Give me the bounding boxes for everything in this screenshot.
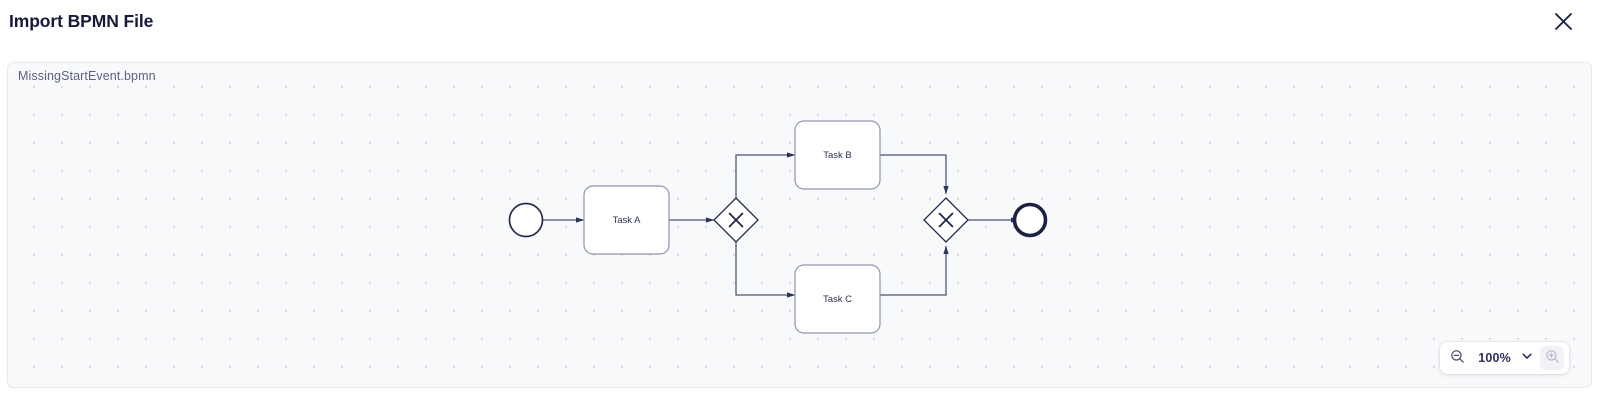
- close-button[interactable]: [1550, 8, 1576, 34]
- zoom-in-button[interactable]: [1540, 346, 1564, 370]
- bpmn-diagram-svg: Task A Task B Task C: [508, 120, 1048, 334]
- task-node-task-a[interactable]: Task A: [583, 185, 670, 255]
- sequence-flow-split-to-taskc: [735, 242, 796, 298]
- gateway-split-x-icon: [728, 212, 744, 228]
- modal-header: Import BPMN File: [0, 0, 1600, 48]
- task-b-label: Task B: [823, 150, 852, 161]
- bpmn-canvas-panel[interactable]: MissingStartEvent.bpmn: [7, 62, 1592, 388]
- task-b-rect: [794, 120, 881, 190]
- zoom-in-icon: [1545, 349, 1560, 367]
- task-node-task-c[interactable]: Task C: [794, 264, 881, 334]
- task-c-label: Task C: [823, 294, 852, 305]
- task-a-label: Task A: [613, 215, 642, 226]
- page-title: Import BPMN File: [9, 11, 154, 31]
- gateway-join-x-icon: [938, 212, 954, 228]
- close-icon: [1553, 11, 1574, 32]
- bpmn-diagram[interactable]: Task A Task B Task C: [8, 63, 1591, 387]
- zoom-control[interactable]: 100%: [1440, 342, 1569, 374]
- sequence-flow-group: [543, 152, 1020, 298]
- zoom-out-icon: [1450, 349, 1465, 367]
- start-event-node[interactable]: [508, 202, 544, 238]
- zoom-out-button[interactable]: [1445, 346, 1469, 370]
- exclusive-gateway-split[interactable]: [713, 197, 759, 243]
- sequence-flow-split-to-taskb: [735, 152, 796, 198]
- file-name-label: MissingStartEvent.bpmn: [18, 69, 156, 83]
- sequence-flow-taskc-to-join: [880, 245, 949, 296]
- task-node-task-b[interactable]: Task B: [794, 120, 881, 190]
- end-event-node[interactable]: [1012, 202, 1048, 238]
- zoom-level-value[interactable]: 100%: [1478, 351, 1511, 365]
- task-c-rect: [794, 264, 881, 334]
- task-a-rect: [583, 185, 670, 255]
- zoom-dropdown-button[interactable]: [1518, 346, 1536, 370]
- chevron-down-icon: [1521, 349, 1533, 367]
- sequence-flow-taskb-to-join: [880, 154, 949, 195]
- exclusive-gateway-join[interactable]: [923, 197, 969, 243]
